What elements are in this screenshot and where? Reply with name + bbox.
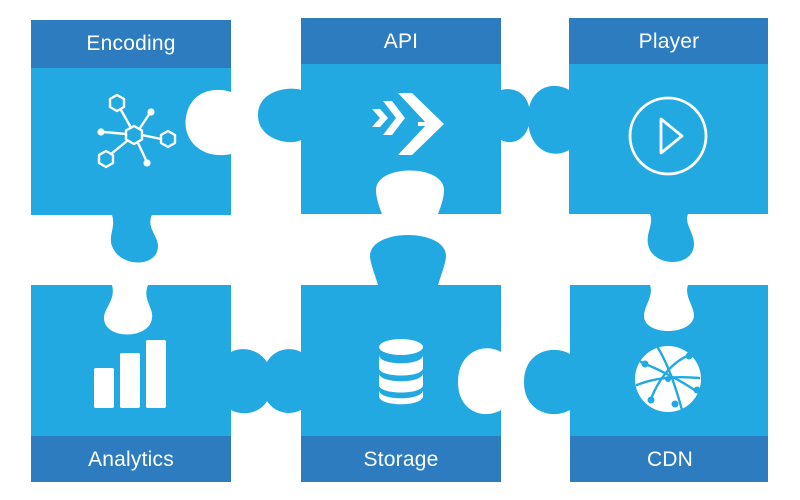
piece-encoding-header — [31, 20, 231, 68]
fast-forward-chevrons-icon — [372, 93, 444, 155]
piece-storage-header — [301, 436, 501, 482]
play-circle-icon — [628, 96, 708, 176]
globe-network-icon — [635, 346, 701, 412]
piece-player — [528, 18, 768, 262]
piece-api-header — [301, 18, 501, 64]
piece-storage — [262, 235, 501, 482]
database-icon — [379, 339, 423, 405]
piece-player-header — [569, 18, 768, 64]
bar-chart-icon — [94, 340, 166, 408]
piece-cdn-header — [570, 436, 768, 482]
piece-storage-shape — [262, 235, 501, 482]
molecule-network-icon — [97, 93, 177, 169]
piece-api — [258, 18, 530, 214]
piece-analytics-header — [31, 436, 231, 482]
piece-api-shape — [258, 18, 530, 214]
piece-player-shape — [528, 18, 768, 262]
